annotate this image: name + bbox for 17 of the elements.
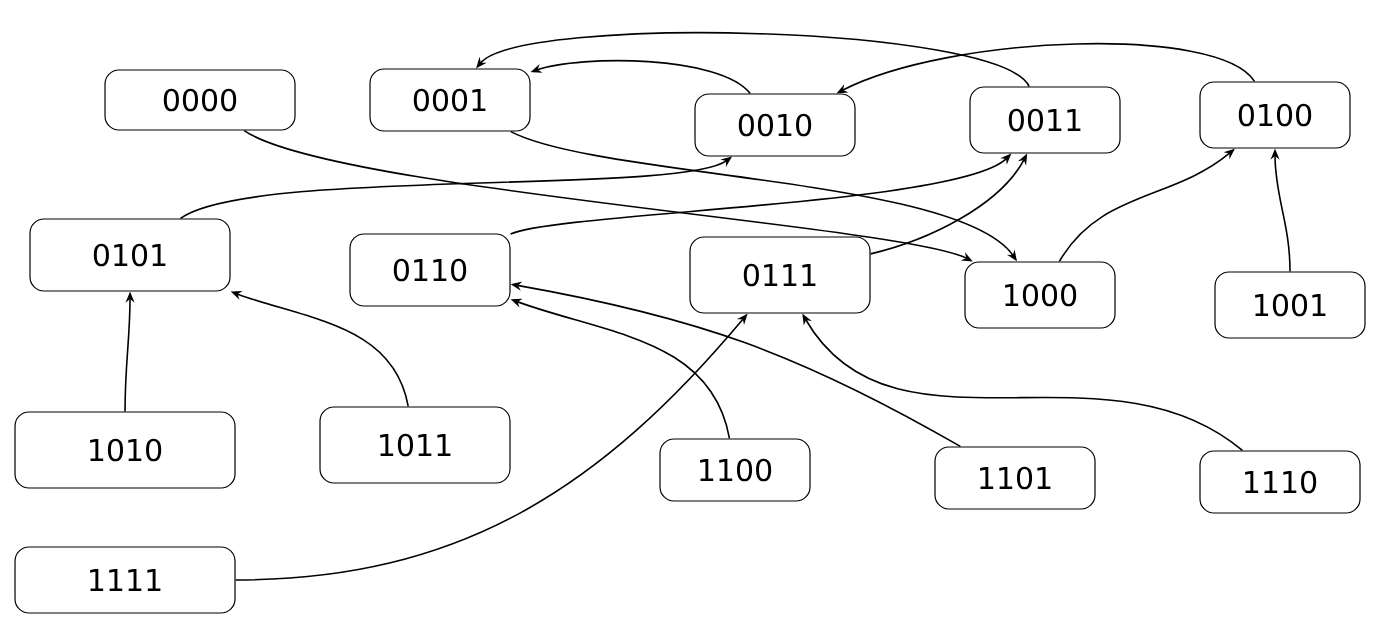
state-box: 0001 — [369, 68, 531, 132]
state-box: 1111 — [14, 546, 236, 614]
state-box: 1100 — [659, 438, 811, 502]
state-box: 1110 — [1199, 450, 1361, 514]
state-box: 1000 — [964, 261, 1116, 329]
state-box: 1011 — [319, 406, 511, 484]
state-box: 1101 — [934, 446, 1096, 510]
state-box: 0100 — [1199, 81, 1351, 149]
state-box: 1010 — [14, 411, 236, 489]
state-box: 0011 — [969, 86, 1121, 154]
state-box: 0101 — [29, 218, 231, 292]
state-box: 0010 — [694, 93, 856, 157]
state-box: 0111 — [689, 236, 871, 314]
state-box: 1001 — [1214, 271, 1366, 339]
state-box: 0110 — [349, 233, 511, 307]
arrow — [476, 31, 1030, 88]
state-box: 0000 — [104, 69, 296, 131]
